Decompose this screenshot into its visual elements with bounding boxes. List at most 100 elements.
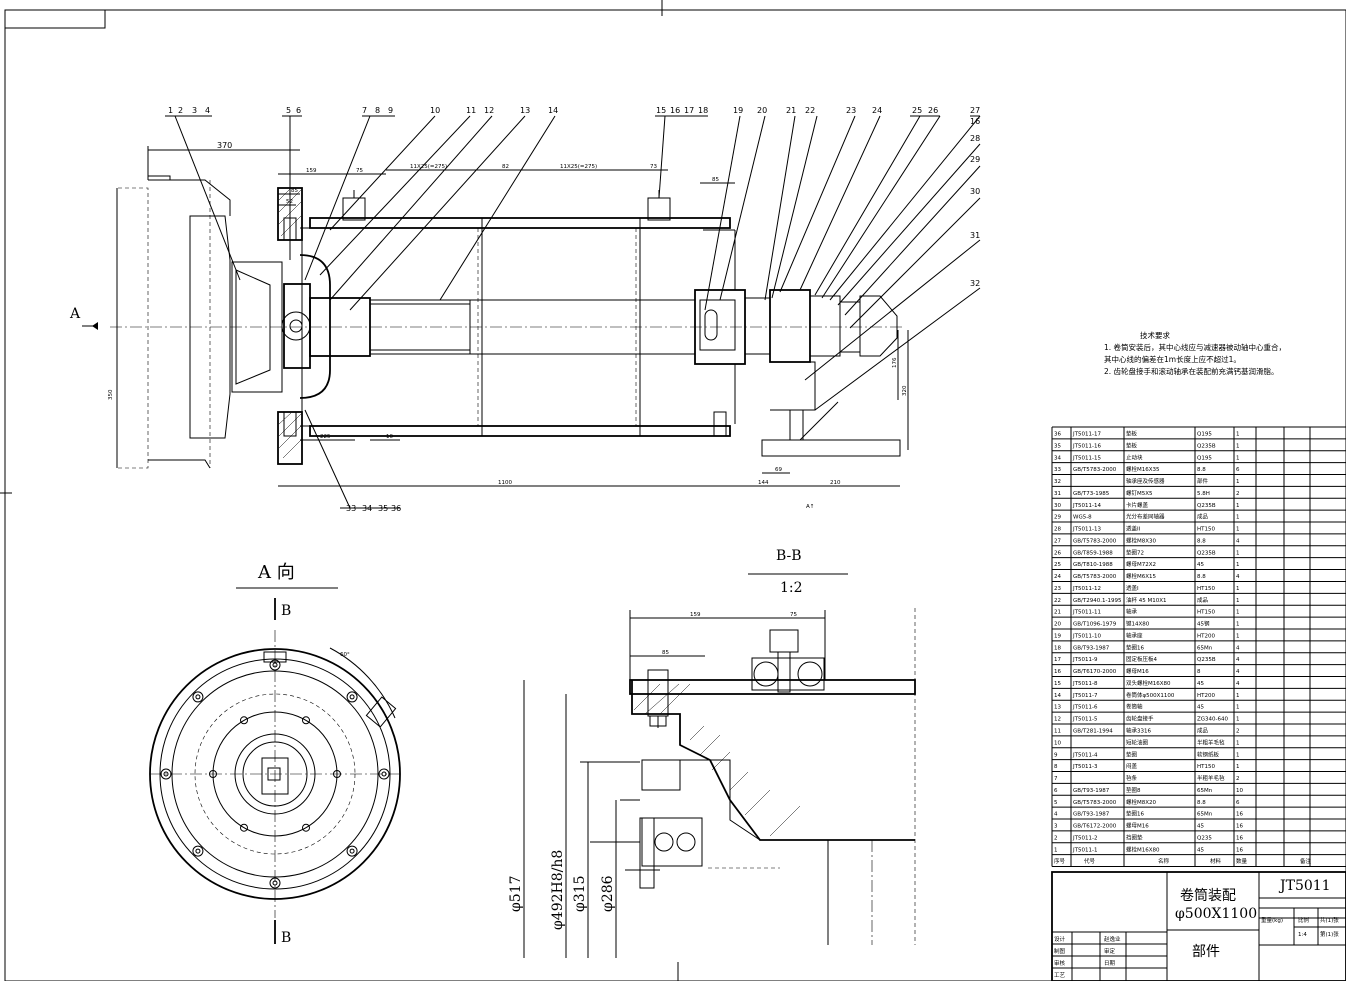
bom-cell: JT5011-11 xyxy=(1072,610,1101,616)
bom-cell: 4 xyxy=(1054,812,1058,818)
dim-73: 73 xyxy=(650,164,657,170)
bom-cell: 6 xyxy=(1236,467,1240,473)
bom-cell: 部件 xyxy=(1197,477,1209,485)
bom-cell: 短轮油圈 xyxy=(1126,738,1149,746)
screw-hole xyxy=(240,823,248,832)
bom-cell: 轴承座 xyxy=(1126,631,1143,639)
bom-cell: 卷筒轴 xyxy=(1126,703,1143,711)
bolt-hole xyxy=(192,845,204,857)
arrow-a-label: A xyxy=(69,306,81,322)
bom-cell: 1 xyxy=(1236,562,1240,568)
bom-cell: 挡圈垫 xyxy=(1126,833,1143,841)
dim-159: 159 xyxy=(306,168,317,174)
dim-11x25b: 11X25(=275) xyxy=(560,164,597,170)
bom-cell: 1 xyxy=(1236,432,1240,438)
bom-cell: 止动块 xyxy=(1126,453,1143,461)
dim-1100: 1100 xyxy=(498,480,512,486)
bom-cell: 1 xyxy=(1236,503,1240,509)
bom-cell: 8 xyxy=(1054,764,1058,770)
bom-cell: GB/T5783-2000 xyxy=(1073,800,1117,806)
bom-cell: 16 xyxy=(1054,669,1061,675)
bom-cell: 45钢 xyxy=(1197,620,1210,628)
date-label: 日期 xyxy=(1104,960,1116,967)
bom-cell: 16 xyxy=(1236,824,1243,830)
bom-cell: 45 xyxy=(1197,705,1204,711)
check-label: 审核 xyxy=(1054,959,1066,967)
bb-scale: 1:2 xyxy=(780,580,803,596)
dim-144: 144 xyxy=(758,480,769,486)
bom-cell: 轴承 xyxy=(1126,608,1138,616)
bom-cell: GB/T281-1994 xyxy=(1073,729,1113,735)
balloon-31: 31 xyxy=(970,231,980,240)
bom-cell: 1 xyxy=(1236,598,1240,604)
bom-cell: 螺钉M5X5 xyxy=(1126,489,1153,497)
bom-cell: GB/T2940.1-1995 xyxy=(1073,598,1122,604)
angle-label: 60° xyxy=(340,652,350,658)
bom-cell: 3 xyxy=(1054,824,1058,830)
bom-cell: 1 xyxy=(1236,622,1240,628)
bom-cell: Q235B xyxy=(1197,503,1216,509)
bom-cell: 齿轮盘接手 xyxy=(1126,715,1154,723)
bb-dim-75: 75 xyxy=(790,612,797,618)
bb-dia-517: φ517 xyxy=(508,875,524,912)
balloon-13: 13 xyxy=(520,106,530,115)
notes-title: 技术要求 xyxy=(1140,331,1170,340)
screw-hole xyxy=(302,716,310,725)
bom-header-cell: 备注 xyxy=(1300,857,1312,865)
notes-line-3: 2. 齿轮盘接手和滚动轴承在装配前充满钙基润滑脂。 xyxy=(1104,367,1279,376)
bom-cell: 4 xyxy=(1236,669,1240,675)
bom-cell: GB/T1096-1979 xyxy=(1073,622,1117,628)
bom-cell: 4 xyxy=(1236,645,1240,651)
dim-350: 350 xyxy=(108,389,114,400)
dim-176: 176 xyxy=(892,357,898,368)
bom-cell: 垫圈8 xyxy=(1126,786,1141,794)
technical-requirements: 技术要求 1. 卷筒安装后，其中心线应与减速器被动轴中心重合， 其中心线的偏差在… xyxy=(1104,330,1286,378)
bom-cell: Q235B xyxy=(1197,550,1216,556)
balloon-30: 30 xyxy=(970,187,980,196)
bom-header-cell: 序号 xyxy=(1054,857,1066,865)
bom-cell: 垫圈 xyxy=(1126,750,1138,758)
bom-cell: 透盖II xyxy=(1126,525,1141,533)
bom-cell: 45 xyxy=(1197,824,1204,830)
bom-cell: 22 xyxy=(1054,598,1061,604)
arrow-a-bottom-label: A↑ xyxy=(806,503,814,510)
bolt-hole xyxy=(378,768,390,780)
bom-cell: 36 xyxy=(1054,432,1061,438)
dim-320: 320 xyxy=(902,385,908,396)
notes-line-2: 其中心线的偏差在1m长度上应不超过1。 xyxy=(1104,355,1241,364)
balloon-3: 3 xyxy=(192,106,197,115)
dim-85: 85 xyxy=(291,188,298,194)
bom-cell: 34 xyxy=(1054,455,1061,461)
bom-cell: 1 xyxy=(1236,717,1240,723)
screw-hole xyxy=(240,716,248,725)
bom-cell: 2 xyxy=(1236,729,1240,735)
bom-cell: 螺栓M16X35 xyxy=(1126,465,1160,473)
bom-cell: HT200 xyxy=(1197,693,1215,699)
bom-cell: 1 xyxy=(1236,515,1240,521)
bom-cell: 27 xyxy=(1054,538,1061,544)
bom-cell: 9 xyxy=(1054,752,1058,758)
bom-cell: GB/T5783-2000 xyxy=(1073,538,1117,544)
balloon-28: 28 xyxy=(970,134,980,143)
bom-cell: 12 xyxy=(1054,717,1061,723)
dim-82: 82 xyxy=(502,164,509,170)
bom-cell: 28 xyxy=(1054,527,1061,533)
bom-cell: 10 xyxy=(1054,740,1061,746)
bom-cell: JT5011-16 xyxy=(1072,443,1101,449)
balloon-9: 9 xyxy=(388,106,393,115)
screw-hole xyxy=(209,770,217,778)
bom-cell: 双头螺栓M16X80 xyxy=(1126,679,1171,687)
bom-cell: 4 xyxy=(1236,681,1240,687)
part-label: 部件 xyxy=(1192,944,1220,960)
bom-cell: JT5011-15 xyxy=(1072,455,1101,461)
bom-cell: GB/T93-1987 xyxy=(1073,645,1110,651)
a-view-title: A 向 xyxy=(257,562,295,583)
bom-cell: 14 xyxy=(1054,693,1061,699)
bom-cell: 4 xyxy=(1236,657,1240,663)
bom-cell: JT5011-2 xyxy=(1072,835,1097,841)
bom-cell: 30 xyxy=(1054,503,1061,509)
screw-hole xyxy=(302,823,310,832)
bom-cell: 32 xyxy=(1054,479,1061,485)
dim-75: 75 xyxy=(356,168,363,174)
